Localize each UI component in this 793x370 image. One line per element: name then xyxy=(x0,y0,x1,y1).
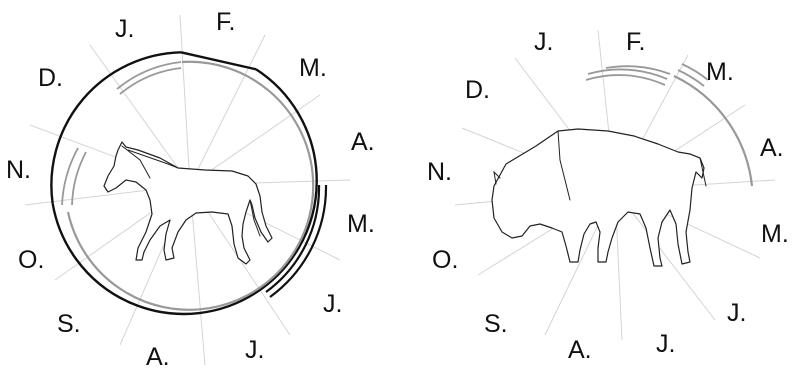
horse-month-label: M. xyxy=(347,210,375,238)
horse-month-label: S. xyxy=(57,310,81,338)
bison-month-label: J. xyxy=(656,330,675,358)
bison-grey-arc-1 xyxy=(586,75,665,85)
horse-month-label: O. xyxy=(18,246,44,274)
bison-month-label: M. xyxy=(706,58,734,86)
bison-month-label: M. xyxy=(761,220,789,248)
horse-month-label: M. xyxy=(299,54,327,82)
bison-grey-arc-short xyxy=(678,70,704,86)
horse-month-label: D. xyxy=(38,64,63,92)
horse-icon xyxy=(104,142,272,264)
bison-month-label: J. xyxy=(727,299,746,327)
horse-month-label: F. xyxy=(216,8,235,36)
horse-month-label: N. xyxy=(6,156,31,184)
bison-month-label: O. xyxy=(432,246,458,274)
bison-month-label: A. xyxy=(760,134,784,162)
spoke xyxy=(180,15,190,185)
horse-month-label: A. xyxy=(146,343,170,370)
horse-month-label: J. xyxy=(323,290,342,318)
bison-month-label: A. xyxy=(568,336,592,364)
bison-month-label: F. xyxy=(626,28,645,56)
horse-month-label: A. xyxy=(351,128,375,156)
horse-month-label: J. xyxy=(245,336,264,364)
bison-month-label: S. xyxy=(484,310,508,338)
bison-month-label: J. xyxy=(534,28,553,56)
grey-double-arc-left-2 xyxy=(72,152,86,205)
bison-icon xyxy=(492,129,706,266)
bison-grey-arc-short-2 xyxy=(682,64,708,80)
bison-wheel: J. F. M. A. M. J. J. A. S. O. N. D. xyxy=(427,28,789,364)
horse-month-label: J. xyxy=(115,15,134,43)
horse-wheel: J. F. M. A. M. J. J. A. S. O. N. D. xyxy=(6,8,375,370)
bison-month-label: N. xyxy=(427,158,452,186)
bison-grey-arc-2 xyxy=(588,69,667,79)
bison-month-label: D. xyxy=(465,76,490,104)
